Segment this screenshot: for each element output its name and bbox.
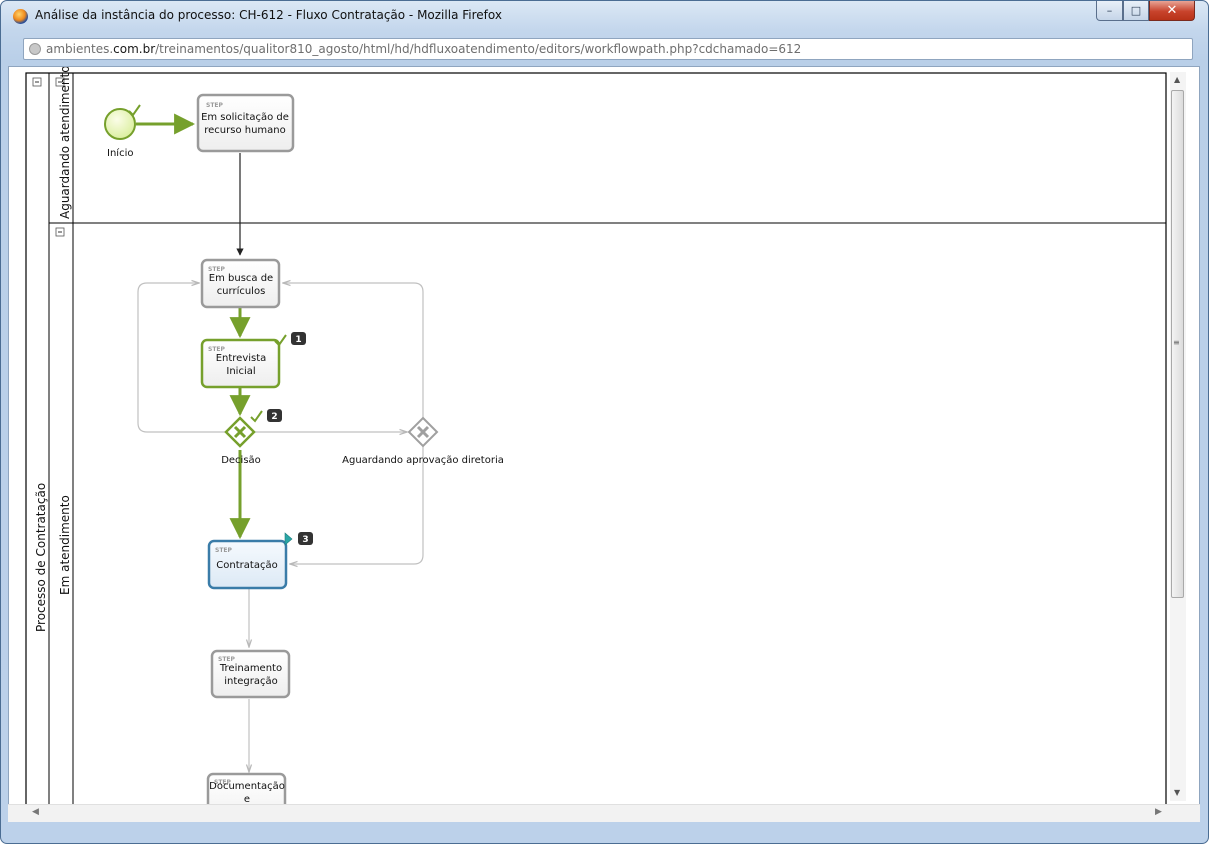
svg-text:Entrevista: Entrevista <box>216 353 267 364</box>
vertical-scroll-thumb[interactable] <box>1171 90 1184 598</box>
flow-aprovacao-to-busca <box>283 283 424 419</box>
svg-text:STEP: STEP <box>206 102 224 109</box>
pool-label: Processo de Contratação <box>34 483 48 632</box>
scroll-up-icon[interactable]: ▲ <box>1174 75 1181 84</box>
svg-text:Treinamento: Treinamento <box>219 663 282 674</box>
title-bar[interactable]: Análise da instância do processo: CH-612… <box>1 1 1208 31</box>
svg-text:Em solicitação de: Em solicitação de <box>201 112 289 123</box>
flow-aprovacao-to-contratacao <box>290 446 424 564</box>
scroll-right-icon[interactable]: ▶ <box>1155 807 1162 817</box>
lane-label-aguardando: Aguardando atendimento <box>58 67 72 219</box>
svg-text:2: 2 <box>271 412 277 422</box>
globe-icon <box>29 43 41 55</box>
address-bar[interactable]: ambientes.com.br/treinamentos/qualitor81… <box>23 38 1193 60</box>
svg-text:Inicial: Inicial <box>226 366 255 377</box>
checkmark-icon <box>128 104 141 117</box>
order-badge-1: 1 <box>291 332 306 345</box>
svg-text:STEP: STEP <box>208 346 226 353</box>
start-event[interactable] <box>104 108 136 140</box>
step-contratacao[interactable]: STEP Contratação <box>207 539 288 590</box>
lane-label-em-atendimento: Em atendimento <box>58 495 72 595</box>
svg-text:STEP: STEP <box>218 656 236 663</box>
scroll-grip-icon: ≡ <box>1173 338 1180 347</box>
start-label: Início <box>107 147 133 159</box>
svg-text:currículos: currículos <box>217 285 266 297</box>
checkmark-icon <box>250 410 263 423</box>
svg-text:Em busca de: Em busca de <box>209 273 273 284</box>
step-treinamento-integracao[interactable]: STEP Treinamento integração <box>210 649 291 699</box>
close-icon: ✕ <box>1166 3 1178 18</box>
url-text: ambientes.com.br/treinamentos/qualitor81… <box>46 42 802 56</box>
step-entrevista-inicial[interactable]: STEP Entrevista Inicial <box>200 338 281 389</box>
step-em-solicitacao[interactable]: STEP Em solicitação de recurso humano <box>196 93 295 153</box>
svg-text:recurso humano: recurso humano <box>204 125 286 136</box>
flow-decisao-loop-busca <box>137 283 227 433</box>
svg-text:integração: integração <box>224 676 278 687</box>
svg-text:e: e <box>244 794 250 805</box>
minimize-icon: – <box>1106 4 1113 17</box>
window-title: Análise da instância do processo: CH-612… <box>35 8 502 22</box>
current-step-flag-icon <box>284 532 293 546</box>
lane2-collapse-icon[interactable] <box>55 227 65 237</box>
svg-text:Contratação: Contratação <box>216 560 277 571</box>
svg-text:STEP: STEP <box>215 547 233 554</box>
firefox-icon <box>13 9 28 24</box>
minimize-button[interactable]: – <box>1096 1 1123 21</box>
pool-border <box>25 72 1167 819</box>
order-badge-3: 3 <box>298 532 313 545</box>
order-badge-2: 2 <box>267 409 282 422</box>
svg-text:3: 3 <box>302 535 308 545</box>
maximize-icon: □ <box>1130 4 1142 17</box>
gateway-aprovacao-label: Aguardando aprovação diretoria <box>342 455 504 466</box>
scroll-down-icon[interactable]: ▼ <box>1174 788 1181 797</box>
lane1-collapse-icon[interactable] <box>55 77 65 87</box>
checkmark-icon <box>274 334 287 347</box>
gateway-aguardando-aprovacao[interactable] <box>407 416 439 448</box>
workflow-diagram: Processo de Contratação Aguardando atend… <box>25 67 1167 819</box>
maximize-button[interactable]: □ <box>1123 1 1149 21</box>
svg-text:Documentação: Documentação <box>209 781 285 792</box>
page-content: Processo de Contratação Aguardando atend… <box>8 66 1200 820</box>
svg-text:STEP: STEP <box>214 779 232 786</box>
gateway-decisao-label: Decisão <box>221 455 261 466</box>
gateway-decisao[interactable] <box>224 416 256 448</box>
scroll-left-icon[interactable]: ◀ <box>32 807 39 817</box>
vertical-scrollbar[interactable]: ▲ ≡ ▼ <box>1170 72 1186 801</box>
svg-text:1: 1 <box>295 335 301 345</box>
pool-collapse-icon[interactable] <box>32 77 42 87</box>
step-em-busca-curriculos[interactable]: STEP Em busca de currículos <box>200 258 281 309</box>
horizontal-scrollbar[interactable]: ◀ ▶ <box>8 804 1200 822</box>
svg-text:STEP: STEP <box>208 266 226 273</box>
close-button[interactable]: ✕ <box>1149 1 1195 21</box>
